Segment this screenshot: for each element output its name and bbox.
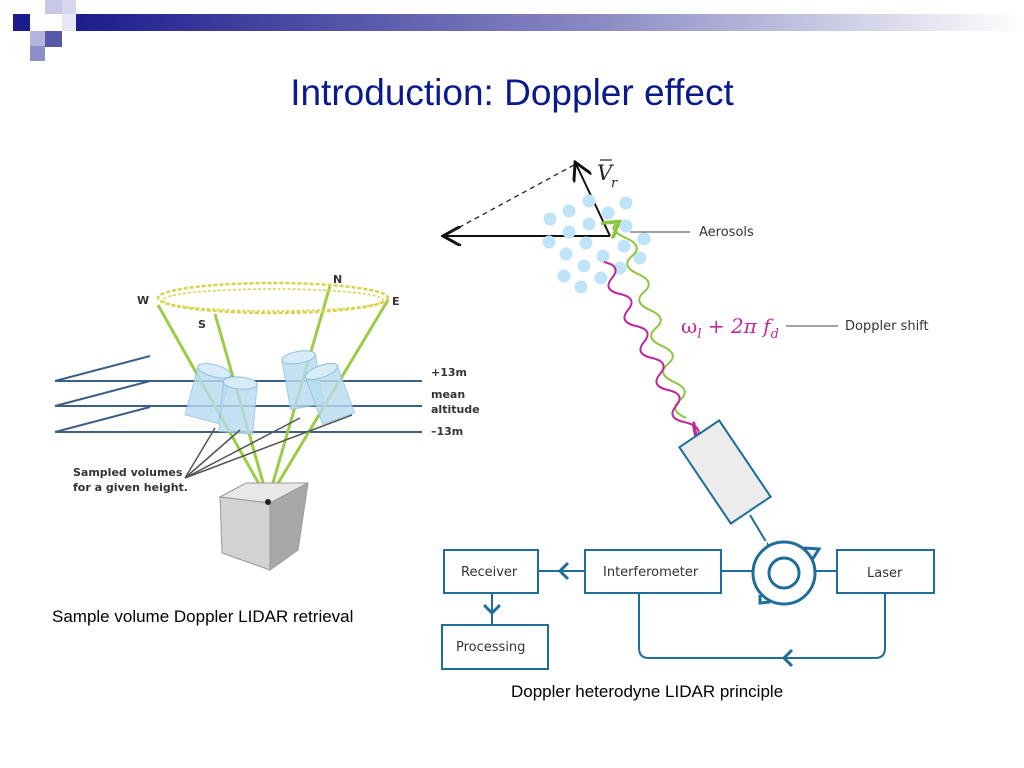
receiver-box bbox=[443, 549, 539, 594]
aerosols-label: Aerosols bbox=[699, 225, 754, 240]
header-square bbox=[13, 14, 30, 31]
formula-rest: + 2π f bbox=[701, 314, 774, 338]
return-wave bbox=[614, 224, 687, 419]
velocity-subscript: r bbox=[611, 176, 618, 191]
sampled-volumes-annotation-line2: for a given height. bbox=[73, 481, 188, 494]
header-square bbox=[62, 0, 76, 14]
formula-omega-sub: l bbox=[697, 327, 701, 342]
sampled-volumes-annotation: Sampled volumes bbox=[73, 466, 183, 479]
height-mean-label: mean bbox=[431, 388, 465, 401]
sample-volume bbox=[218, 376, 258, 435]
header-square bbox=[45, 0, 62, 14]
left-figure-caption: Sample volume Doppler LIDAR retrieval bbox=[52, 607, 354, 626]
compass-east-label: E bbox=[392, 295, 400, 308]
aerosol-particles bbox=[542, 194, 651, 294]
header-decoration bbox=[13, 0, 1024, 61]
interferometer-label: Interferometer bbox=[603, 565, 699, 580]
outgoing-wave bbox=[603, 261, 699, 436]
telescope bbox=[677, 419, 773, 525]
formula-omega: ω bbox=[681, 314, 697, 338]
doppler-shift-label: Doppler shift bbox=[845, 319, 929, 334]
annotation-arrows bbox=[184, 414, 353, 479]
right-figure-caption: Doppler heterodyne LIDAR principle bbox=[511, 682, 784, 701]
telescope-link bbox=[749, 514, 769, 546]
header-square bbox=[62, 14, 76, 31]
slide-title: Introduction: Doppler effect bbox=[290, 72, 734, 113]
processing-label: Processing bbox=[456, 640, 525, 655]
height-altitude-label: altitude bbox=[431, 403, 480, 416]
signal-connectors bbox=[482, 561, 886, 668]
formula-f-sub: d bbox=[771, 327, 779, 342]
velocity-symbol: V bbox=[597, 161, 614, 185]
laser-label: Laser bbox=[867, 566, 903, 581]
compass-west-label: W bbox=[137, 294, 149, 307]
circulator bbox=[751, 540, 822, 606]
compass-south-label: S bbox=[198, 318, 206, 331]
height-top-label: +13m bbox=[431, 366, 467, 379]
header-square bbox=[30, 46, 45, 61]
receiver-label: Receiver bbox=[461, 565, 518, 580]
compass-north-label: N bbox=[333, 273, 342, 286]
scan-cone-circle-inner bbox=[162, 288, 384, 312]
header-square bbox=[45, 31, 62, 47]
header-square bbox=[30, 31, 45, 46]
height-bottom-label: –13m bbox=[431, 425, 463, 438]
sample-volume bbox=[304, 362, 356, 425]
processing-box bbox=[441, 624, 549, 670]
doppler-formula: ωl + 2π fd bbox=[681, 314, 779, 342]
header-gradient-bar bbox=[76, 14, 1024, 31]
lidar-device bbox=[218, 482, 309, 571]
scan-cone-circle bbox=[156, 281, 390, 315]
